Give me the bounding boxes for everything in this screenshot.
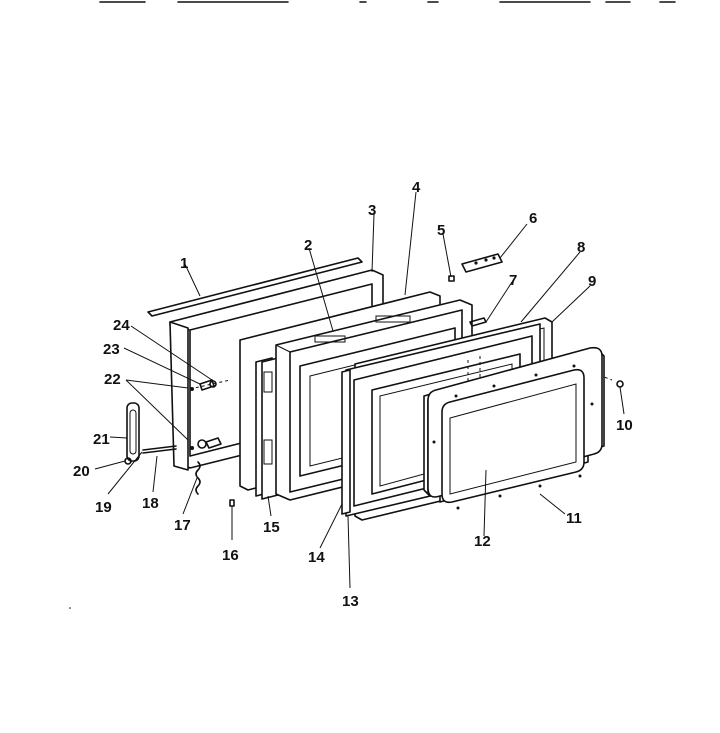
part-5-screw [448,275,455,282]
callout-18: 18 [142,495,159,512]
speck [69,607,71,609]
callout-17: 17 [174,517,191,534]
part-10-screw [616,380,624,388]
callout-12: 12 [474,533,491,550]
callout-3: 3 [368,202,376,219]
callout-15: 15 [263,519,280,536]
callout-16: 16 [222,547,239,564]
callout-labels: 1 2 3 4 5 6 7 8 9 10 11 12 13 14 15 16 1… [73,179,633,610]
callout-24: 24 [113,317,130,334]
callout-19: 19 [95,499,112,516]
callout-4: 4 [412,179,421,196]
part-22-screws [190,387,222,450]
callout-9: 9 [588,273,596,290]
callout-7: 7 [509,272,517,289]
callout-22: 22 [104,371,121,388]
callout-21: 21 [93,431,110,448]
part-15-hinge-channel [255,357,279,500]
callout-6: 6 [529,210,537,227]
part-12-window-glass [441,368,585,504]
part-18-rod [142,445,177,454]
part-21-handle [126,402,140,462]
callout-23: 23 [103,341,120,358]
part-13-glass-strip [341,369,351,515]
part-16-screw [229,499,235,507]
callout-5: 5 [437,222,445,239]
part-6-top-bracket [461,253,503,273]
callout-20: 20 [73,463,90,480]
leader-lines [94,191,625,589]
callout-10: 10 [616,417,633,434]
part-1-top-trim [147,257,363,317]
callout-13: 13 [342,593,359,610]
callout-8: 8 [577,239,585,256]
callout-14: 14 [308,549,325,566]
part-17-spring [195,461,201,495]
callout-1: 1 [180,255,188,272]
callout-2: 2 [304,237,312,254]
outer-skin-holes [432,364,594,510]
callout-11: 11 [566,510,582,527]
